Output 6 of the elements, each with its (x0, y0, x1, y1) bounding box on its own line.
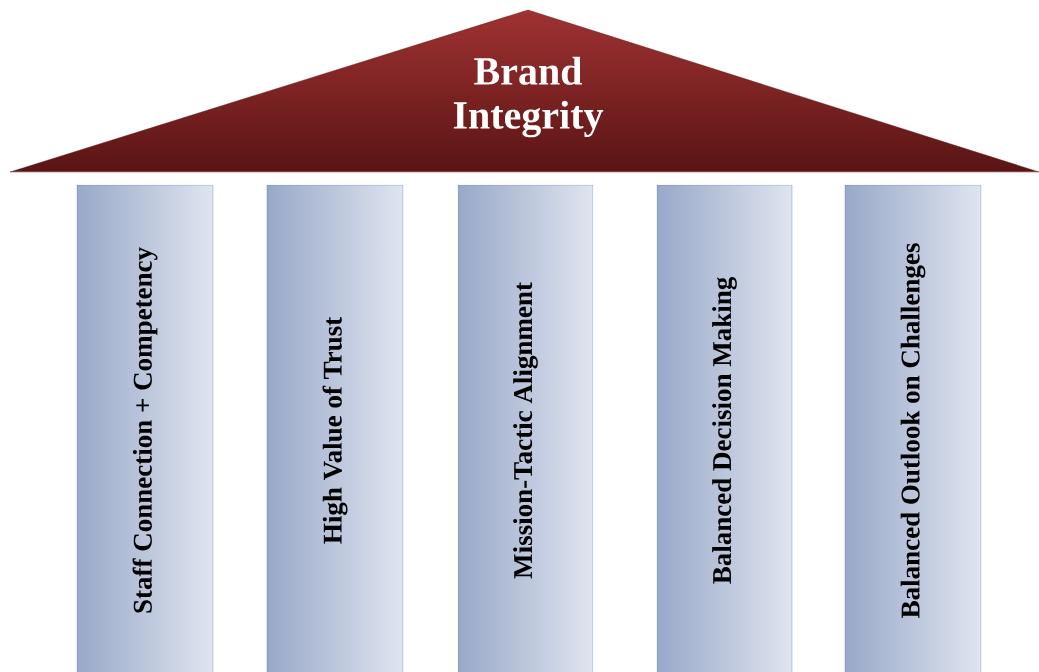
pillar-box: Mission-Tactic Alignment (457, 184, 594, 672)
pillar-box: Staff Connection + Competency (76, 184, 214, 672)
roof-triangle: Brand Integrity (9, 9, 1039, 173)
pillar-box: Balanced Decision Making (656, 184, 793, 672)
pillar-box: High Value of Trust (266, 184, 404, 672)
pillar-box: Balanced Outlook on Challenges (844, 184, 982, 672)
